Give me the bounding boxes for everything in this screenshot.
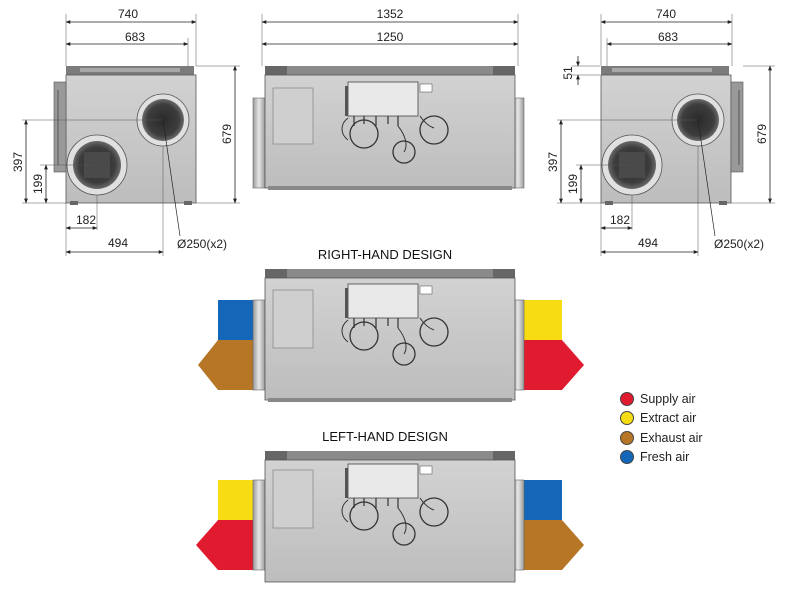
port-right-top <box>522 300 562 342</box>
dim-182: 182 <box>76 213 96 227</box>
port-left-bottom <box>196 520 258 570</box>
dim-total-width: 740 <box>656 7 676 21</box>
duct-diameter: Ø250(x2) <box>714 237 764 251</box>
extract-air-swatch <box>620 411 634 426</box>
legend-item-fresh: Fresh air <box>620 448 790 468</box>
supply-air-swatch <box>620 391 634 406</box>
port-left-top <box>218 480 258 522</box>
design-title: RIGHT-HAND DESIGN <box>318 247 452 262</box>
front-view: 1352 1250 <box>252 7 525 190</box>
duct-diameter: Ø250(x2) <box>177 237 227 251</box>
legend-item-supply: Supply air <box>620 389 790 409</box>
dim-494: 494 <box>638 236 658 250</box>
legend-item-exhaust: Exhaust air <box>620 428 790 448</box>
right-side-view: 740 683 51 679 397 <box>546 7 775 256</box>
port-left-bottom <box>198 340 258 390</box>
left-hand-design: LEFT-HAND DESIGN <box>196 429 584 583</box>
dim-51: 51 <box>561 66 575 80</box>
dim-height: 679 <box>220 124 234 144</box>
dim-397: 397 <box>11 152 25 172</box>
legend-item-extract: Extract air <box>620 409 790 429</box>
dim-total-width: 740 <box>118 7 138 21</box>
left-side-view: 740 683 679 397 199 <box>11 7 240 256</box>
legend-label: Fresh air <box>640 450 690 465</box>
exhaust-air-swatch <box>620 430 634 445</box>
legend-label: Extract air <box>640 411 697 426</box>
dim-182: 182 <box>610 213 630 227</box>
dim-199: 199 <box>31 174 45 194</box>
port-right-top <box>522 480 562 522</box>
port-right-bottom <box>522 520 584 570</box>
dim-total-width: 1352 <box>377 7 404 21</box>
design-title: LEFT-HAND DESIGN <box>322 429 448 444</box>
dim-height: 679 <box>755 124 769 144</box>
right-hand-design: RIGHT-HAND DESIGN <box>198 247 584 402</box>
dim-199: 199 <box>566 174 580 194</box>
dim-inner-width: 683 <box>125 30 145 44</box>
port-left-top <box>218 300 258 342</box>
air-legend: Supply air Extract air Exhaust air Fresh… <box>620 389 790 467</box>
dim-494: 494 <box>108 236 128 250</box>
port-right-bottom <box>522 340 584 390</box>
fresh-air-swatch <box>620 450 634 465</box>
dim-397: 397 <box>546 152 560 172</box>
dim-inner-width: 683 <box>658 30 678 44</box>
dim-inner-width: 1250 <box>377 30 404 44</box>
legend-label: Exhaust air <box>640 430 703 445</box>
legend-label: Supply air <box>640 391 696 406</box>
